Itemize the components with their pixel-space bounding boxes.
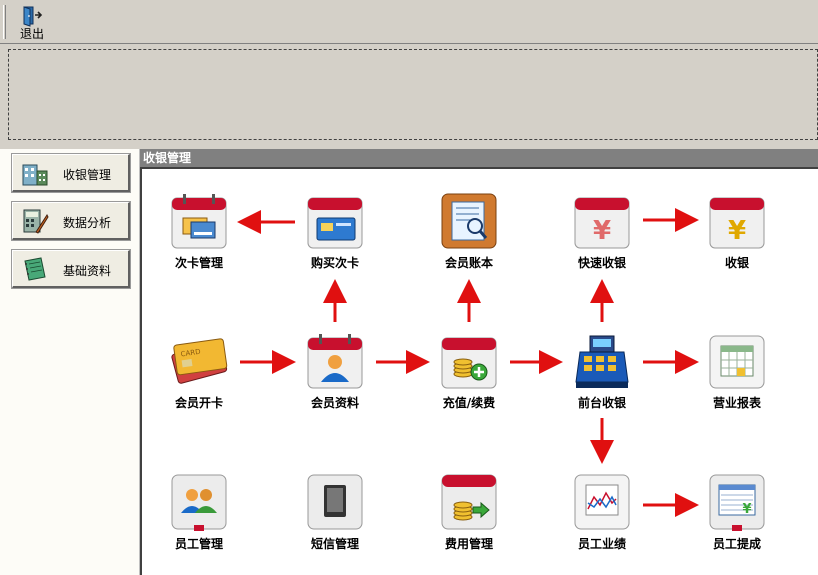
nav-item-label: 基础资料 <box>63 264 112 278</box>
yen-gold-icon: ¥ <box>709 197 765 249</box>
nav-base-data-button[interactable]: 基础资料 <box>11 249 131 289</box>
tile-staff-commission[interactable]: ¥ 员工提成 <box>692 473 782 552</box>
tile-label: 会员资料 <box>310 396 359 410</box>
svg-text:¥: ¥ <box>742 502 751 517</box>
nav-cashier-management-button[interactable]: 收银管理 <box>11 153 131 193</box>
banner-area <box>8 49 818 140</box>
tile-open-card[interactable]: CARD 会员开卡 <box>154 332 244 411</box>
report-grid-icon <box>709 335 765 389</box>
staff-users-icon <box>171 474 227 531</box>
notebook-icon <box>24 257 46 281</box>
tile-front-cashier[interactable]: 前台收银 <box>557 332 647 411</box>
cash-register-icon <box>575 335 629 388</box>
building-icon <box>22 164 48 186</box>
line-chart-icon <box>574 474 630 530</box>
left-nav: 收银管理 数据分析 基础资料 <box>0 149 140 575</box>
tile-label: 营业报表 <box>712 396 761 410</box>
tile-expense-management[interactable]: 费用管理 <box>424 473 514 552</box>
member-profile-icon <box>307 334 363 389</box>
credit-cards-icon: CARD <box>171 338 228 384</box>
tile-label: 会员开卡 <box>174 396 223 410</box>
toolbar-grip[interactable] <box>3 5 6 39</box>
tile-label: 短信管理 <box>310 537 359 551</box>
tile-member-profile[interactable]: 会员资料 <box>290 332 380 411</box>
card-management-icon <box>171 194 227 249</box>
tile-sms-management[interactable]: 短信管理 <box>290 473 380 552</box>
svg-text:CARD: CARD <box>180 348 201 359</box>
svg-text:¥: ¥ <box>593 216 611 246</box>
tile-label: 前台收银 <box>577 396 626 410</box>
tile-card-management[interactable]: 次卡管理 <box>154 192 244 271</box>
tile-business-report[interactable]: 营业报表 <box>692 332 782 411</box>
phone-device-icon <box>307 474 363 530</box>
svg-text:¥: ¥ <box>728 216 746 246</box>
tile-buy-card[interactable]: 购买次卡 <box>290 192 380 271</box>
tile-label: 费用管理 <box>444 537 493 551</box>
toolbar: 退出 <box>0 0 818 44</box>
tile-label: 快速收银 <box>577 256 626 270</box>
exit-door-icon <box>23 6 43 27</box>
buy-card-icon <box>307 197 363 249</box>
tile-label: 购买次卡 <box>310 256 359 270</box>
tile-staff-management[interactable]: 员工管理 <box>154 473 244 552</box>
tile-label: 员工业绩 <box>577 537 626 551</box>
tile-staff-performance[interactable]: 员工业绩 <box>557 473 647 552</box>
calculator-icon <box>23 209 49 234</box>
nav-data-analysis-button[interactable]: 数据分析 <box>11 201 131 241</box>
exit-button[interactable]: 退出 <box>14 3 50 43</box>
tile-label: 次卡管理 <box>174 256 223 270</box>
tile-label: 充值/续费 <box>442 396 496 410</box>
tile-label: 员工提成 <box>712 537 761 551</box>
tile-recharge[interactable]: 充值/续费 <box>424 332 514 411</box>
nav-item-label: 收银管理 <box>63 168 112 182</box>
exit-label: 退出 <box>19 27 44 41</box>
coins-plus-icon <box>441 337 497 389</box>
ledger-icon <box>441 193 497 249</box>
yen-quick-icon: ¥ <box>574 197 630 249</box>
tile-label: 员工管理 <box>174 537 223 551</box>
coins-arrow-icon <box>441 474 497 530</box>
commission-sheet-icon: ¥ <box>709 474 765 531</box>
tile-cashier[interactable]: ¥ 收银 <box>692 192 782 271</box>
tile-label: 收银 <box>724 256 749 270</box>
tile-member-ledger[interactable]: 会员账本 <box>424 192 514 271</box>
tile-quick-cashier[interactable]: ¥ 快速收银 <box>557 192 647 271</box>
panel-title: 收银管理 <box>140 149 818 167</box>
nav-item-label: 数据分析 <box>63 216 112 230</box>
tile-label: 会员账本 <box>444 256 493 270</box>
